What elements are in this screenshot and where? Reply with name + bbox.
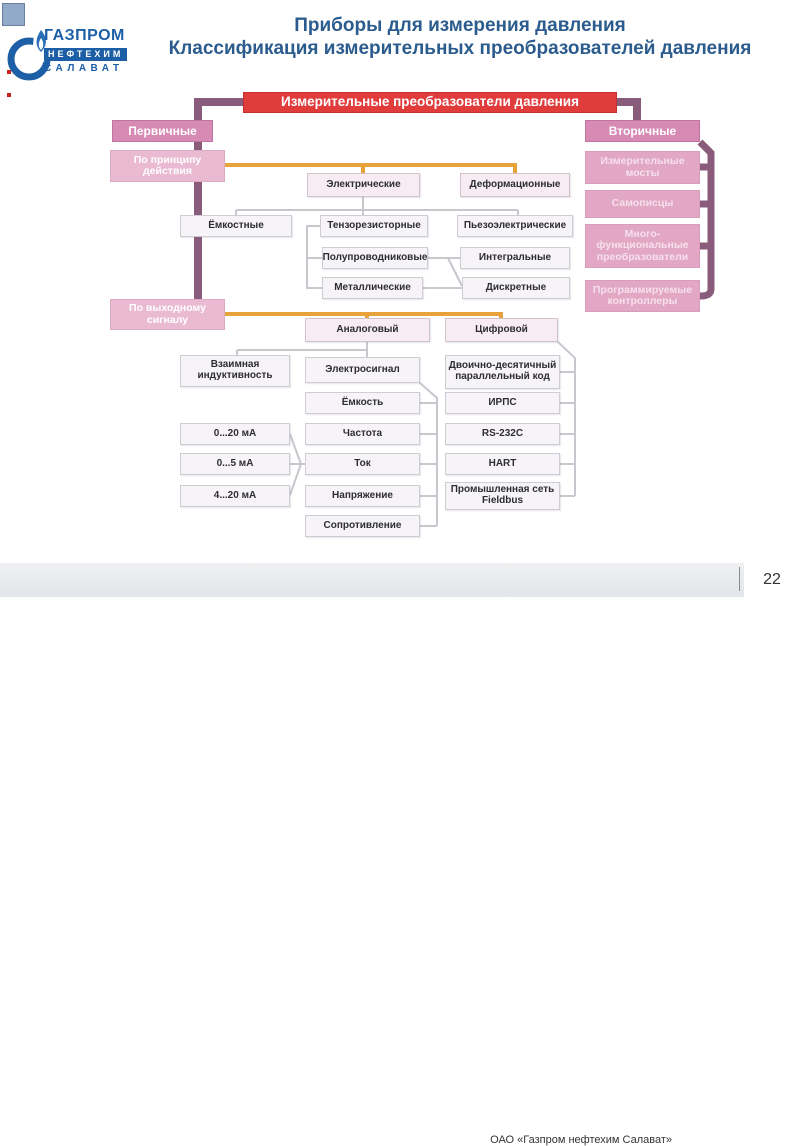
diagram-connector-lines (194, 98, 715, 527)
node-capacitance: Ёмкость (305, 392, 420, 414)
gazprom-logo: ГАЗПРОМ НЕФТЕХИМ САЛАВАТ (4, 26, 134, 86)
node-deformation: Деформационные (460, 173, 570, 197)
logo-line2: НЕФТЕХИМ (44, 48, 128, 61)
node-electro-signal: Электросигнал (305, 357, 420, 383)
node-measuring-bridges: Измерительные мосты (585, 151, 700, 184)
node-integral: Интегральные (460, 247, 570, 269)
bullet-dot (7, 70, 11, 74)
node-electrical: Электрические (307, 173, 420, 197)
node-capacitive: Ёмкостные (180, 215, 292, 237)
node-current: Ток (305, 453, 420, 475)
node-frequency: Частота (305, 423, 420, 445)
bullet-dot (7, 93, 11, 97)
node-programmable-controllers: Программируемые контроллеры (585, 280, 700, 312)
footer-separator (739, 567, 740, 591)
node-resistance: Сопротивление (305, 515, 420, 537)
slide-title-line1: Приборы для измерения давления (294, 15, 626, 36)
logo-line3: САЛАВАТ (44, 63, 124, 74)
node-rs-232c: RS-232C (445, 423, 560, 445)
node-semiconductor: Полупроводниковые (322, 247, 428, 269)
node-by-principle: По принципу действия (110, 150, 225, 182)
node-root: Измерительные преобразователи давления (243, 92, 617, 113)
node-digital: Цифровой (445, 318, 558, 342)
node-4-20-ma: 4...20 мА (180, 485, 290, 507)
node-irps: ИРПС (445, 392, 560, 414)
node-metallic: Металлические (322, 277, 423, 299)
node-by-output-signal: По выходному сигналу (110, 299, 225, 330)
logo-line1: ГАЗПРОМ (44, 27, 125, 44)
node-recorders: Самописцы (585, 190, 700, 218)
node-primary: Первичные (112, 120, 213, 142)
node-secondary: Вторичные (585, 120, 700, 142)
node-mutual-inductance: Взаимная индуктивность (180, 355, 290, 387)
slide-title: Приборы для измерения давления Классифик… (165, 14, 755, 60)
node-voltage: Напряжение (305, 485, 420, 507)
node-fieldbus: Промышленная сеть Fieldbus (445, 482, 560, 510)
node-piezoelectric: Пьезоэлектрические (457, 215, 573, 237)
footer-company-name: ОАО «Газпром нефтехим Салават» (490, 1134, 672, 1146)
node-discrete: Дискретные (462, 277, 570, 299)
slide-title-line2: Классификация измерительных преобразоват… (168, 38, 752, 60)
node-analog: Аналоговый (305, 318, 430, 342)
node-bcd-parallel-code: Двоично-десятичный параллельный код (445, 355, 560, 389)
page-number: 22 (744, 563, 800, 597)
corner-square-decoration (2, 3, 25, 26)
node-0-20-ma: 0...20 мА (180, 423, 290, 445)
node-hart: HART (445, 453, 560, 475)
node-multifunctional-transducers: Много-функциональные преобразователи (585, 224, 700, 268)
node-strain-gauge: Тензорезисторные (320, 215, 428, 237)
node-0-5-ma: 0...5 мА (180, 453, 290, 475)
